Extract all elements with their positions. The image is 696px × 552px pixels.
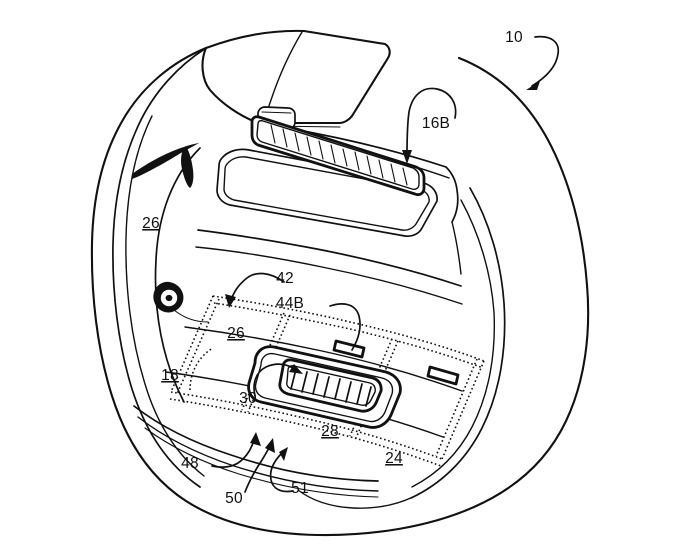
center-connector-contact-ribs [290,368,372,407]
body-right-inner-wall-2 [411,199,496,488]
leader-16B [406,87,457,157]
plateau-right-edge [445,166,459,223]
component-band-top-edge [212,295,485,362]
ref-label-28: 28 [321,423,339,440]
ref-label-48: 48 [181,455,199,472]
arrowhead-42 [225,294,236,308]
connector-receptacle-interior [286,365,376,406]
cavity-mouth-curve [154,147,201,403]
connector-bezel-inner-line [254,352,394,423]
body-left-inner-edge-2 [125,115,205,477]
plateau-lower-edge [197,229,462,287]
device-body [90,46,590,537]
plateau-right-joint [451,221,462,275]
ref-label-24: 24 [385,450,403,467]
arrowhead-30 [289,364,303,374]
component-band-top-edge-inner [213,302,484,369]
ref-label-26-lower: 26 [227,325,245,342]
side-dial-stem [173,309,209,323]
arrowhead-10 [526,81,540,90]
plateau-recess-panel [216,148,438,238]
arrowhead-51 [279,447,288,461]
lower-rim-edges [133,405,379,498]
component-band-left-end-inner [176,298,220,395]
connector-contact-ribs [270,124,408,186]
plateau-lower-edge-2 [195,246,463,305]
body-rear-inner-surface [297,489,414,509]
compartment-divider-left-2 [247,314,291,413]
connector-end-tab-highlight [261,111,292,114]
ref-label-42: 42 [276,270,294,287]
lid-panel-outline [201,29,391,125]
center-connector-module[interactable] [247,339,460,429]
leader-10 [531,35,560,87]
plateau-recess-panel-inner [223,156,430,231]
reference-numerals: 10 16B 26 42 44B 26 18 30 28 24 48 50 51 [142,29,523,507]
arrowhead-50 [265,438,275,453]
band-surface-upper-line [184,326,463,392]
ref-label-50: 50 [225,490,243,507]
leader-42 [230,272,285,301]
ref-label-16B: 16B [422,115,450,132]
arrowhead-16B [402,150,412,164]
lower-rim-edge-outer [133,405,379,482]
body-left-inner-edge [112,47,207,488]
cavity-shadow-sliver [181,146,194,188]
compartment-18-corner-arc [189,347,214,391]
ref-label-18: 18 [161,367,179,384]
leader-50 [244,445,271,493]
arrowhead-48 [250,432,261,446]
component-band-right-end [441,360,485,460]
ref-label-10: 10 [505,29,523,46]
lower-rim-edge-inner [144,427,379,498]
side-dial[interactable] [153,281,209,323]
component-band-right-end-inner [435,358,478,457]
lid-panel [201,29,391,128]
body-outer-silhouette [90,46,590,537]
module-rear-tab-right [426,365,460,386]
ref-label-26-upper: 26 [142,215,160,232]
compartment-divider-right [349,338,393,437]
ref-label-51: 51 [291,480,309,497]
leader-30 [253,363,297,397]
side-dial-center [165,294,173,302]
internal-component-band [169,295,485,467]
upper-edge-connector-slot[interactable] [250,106,426,197]
leader-48 [211,439,255,469]
leader-51 [269,452,294,493]
component-band-left-end [170,295,214,393]
leader-44B [329,303,361,351]
lower-rim-edge-middle [137,416,379,492]
cavity-edge-highlight [132,143,199,179]
side-dial-body [153,281,184,313]
ref-label-44B: 44B [276,295,304,312]
connector-slot-channel [256,119,420,190]
compartment-divider-right-2 [355,340,399,439]
ref-label-30: 30 [239,390,257,407]
leader-lines [211,35,560,493]
component-band-bottom-edge [170,391,443,460]
component-band-bottom-edge-inner [169,398,442,467]
body-right-inner-wall [410,187,506,499]
compartment-divider-left [241,312,285,411]
